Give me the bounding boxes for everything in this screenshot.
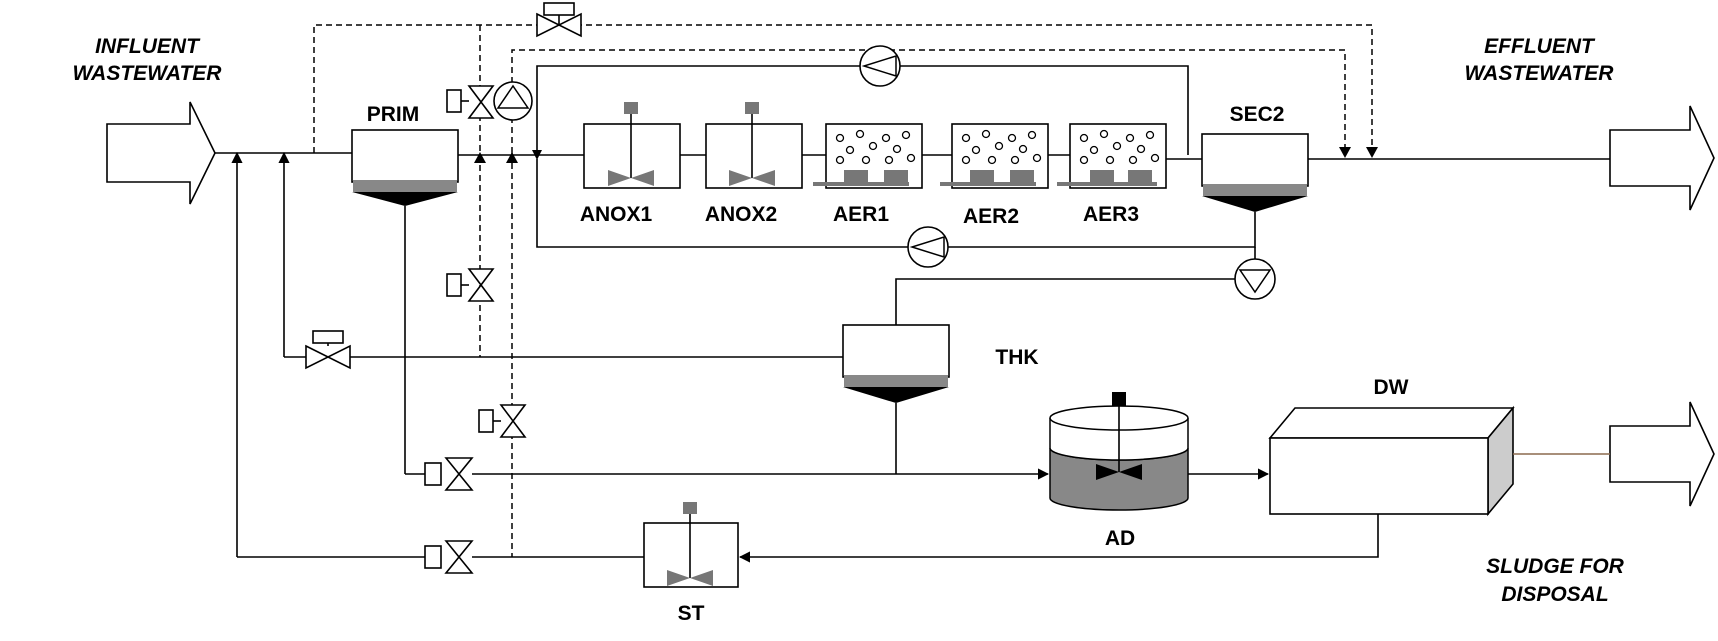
influent-label: INFLUENT WASTEWATER bbox=[73, 35, 223, 85]
anox1-label: ANOX1 bbox=[580, 203, 653, 226]
actuated-valve-st[interactable] bbox=[424, 540, 474, 574]
dw-label: DW bbox=[1374, 376, 1409, 399]
control-signal-lines bbox=[313, 24, 1378, 557]
actuated-valve-prim-sludge[interactable] bbox=[424, 457, 474, 491]
primary-clarifier: PRIM bbox=[351, 103, 459, 206]
effluent-label-line1: EFFLUENT bbox=[1484, 35, 1596, 58]
was-pipe bbox=[895, 278, 1235, 325]
ad-label: AD bbox=[1105, 527, 1135, 550]
thk-label: THK bbox=[995, 346, 1038, 369]
thickener: THK bbox=[842, 324, 1039, 403]
effluent-label-line2: WASTEWATER bbox=[1465, 62, 1615, 85]
aer1-tank: AER1 bbox=[813, 123, 923, 226]
prim-label: PRIM bbox=[367, 103, 420, 126]
dewatering-unit: DW bbox=[1268, 376, 1515, 517]
st-label: ST bbox=[678, 602, 705, 625]
effluent-arrow bbox=[1609, 105, 1715, 211]
actuated-valve-thk-overflow[interactable] bbox=[305, 330, 351, 370]
disposal-arrow bbox=[1609, 401, 1715, 507]
aer3-label: AER3 bbox=[1083, 203, 1139, 226]
disposal-label: SLUDGE FOR DISPOSAL bbox=[1486, 555, 1625, 606]
sec2-label: SEC2 bbox=[1230, 103, 1285, 126]
actuated-valve-dash-mid[interactable] bbox=[446, 268, 495, 302]
aer2-tank: AER2 bbox=[940, 123, 1049, 228]
pump-internal-recycle[interactable] bbox=[859, 45, 901, 87]
influent-label-line2: WASTEWATER bbox=[73, 62, 223, 85]
disposal-label-line1: SLUDGE FOR bbox=[1486, 555, 1625, 578]
actuated-valve-prim[interactable] bbox=[446, 85, 495, 119]
disposal-label-line2: DISPOSAL bbox=[1501, 583, 1608, 606]
actuated-valve-dash-low[interactable] bbox=[478, 404, 527, 438]
pump-ras[interactable] bbox=[907, 226, 949, 268]
influent-arrow bbox=[106, 101, 216, 205]
storage-tank: ST bbox=[643, 502, 739, 625]
aer3-tank: AER3 bbox=[1057, 123, 1167, 226]
anox2-tank: ANOX2 bbox=[705, 102, 803, 226]
aer2-label: AER2 bbox=[963, 205, 1019, 228]
reject-water-pipe bbox=[738, 514, 1379, 563]
ras-pipe bbox=[536, 159, 1256, 248]
aer1-label: AER1 bbox=[833, 203, 889, 226]
pump-prim[interactable] bbox=[493, 81, 533, 121]
pump-was[interactable] bbox=[1234, 258, 1276, 300]
anaerobic-digester: AD bbox=[1049, 392, 1189, 550]
influent-label-line1: INFLUENT bbox=[95, 35, 201, 58]
anox1-tank: ANOX1 bbox=[580, 102, 681, 226]
effluent-label: EFFLUENT WASTEWATER bbox=[1465, 35, 1615, 85]
secondary-clarifier: SEC2 bbox=[1201, 103, 1309, 212]
anox2-label: ANOX2 bbox=[705, 203, 777, 226]
actuated-valve-top[interactable] bbox=[536, 2, 582, 38]
